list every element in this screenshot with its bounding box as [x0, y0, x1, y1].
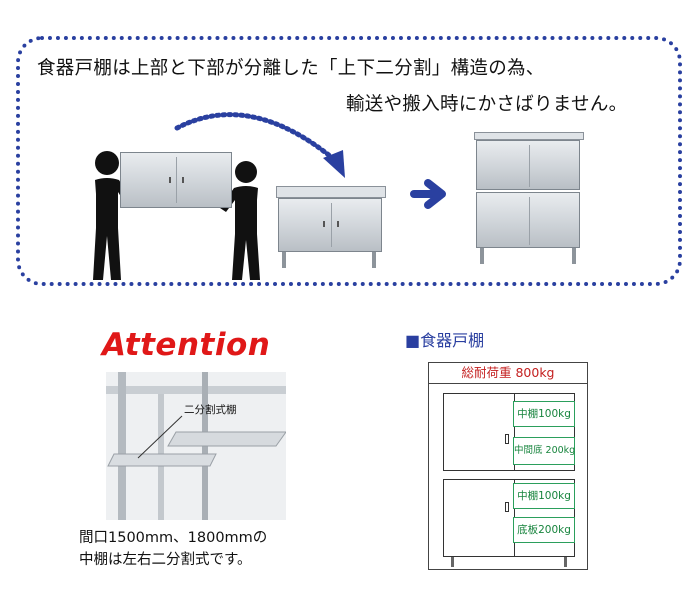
assembled-lower-section [476, 192, 580, 248]
spec-diagram: 総耐荷重 800kg 中棚100kg 中間底 200kg 中棚100kg 底板2… [428, 362, 588, 570]
lower-cabinet [278, 198, 382, 252]
assembled-cabinet-top [474, 132, 584, 140]
bottom-board-label: 底板200kg [513, 517, 575, 543]
attention-heading: Attention [102, 327, 271, 363]
attention-caption-line-1: 間口1500mm、1800mmの [79, 530, 268, 546]
lower-cabinet-top [276, 186, 386, 198]
middle-shelf-label-2: 中棚100kg [513, 483, 575, 509]
person-icon [220, 161, 260, 280]
assembled-upper-section [476, 140, 580, 190]
top-info-panel [16, 36, 682, 286]
shelf-photo: 二分割式棚 [106, 372, 286, 520]
total-load-label: 総耐荷重 800kg [429, 363, 587, 384]
spec-title: ■食器戸棚 [405, 331, 485, 350]
shelf-label: 二分割式棚 [184, 404, 237, 416]
attention-caption-line-2: 中棚は左右二分割式です。 [79, 552, 252, 568]
middle-bottom-label: 中間底 200kg [513, 437, 575, 465]
upper-cabinet [120, 152, 232, 208]
person-icon [93, 151, 133, 280]
right-arrow-icon [410, 179, 446, 209]
headline-line-2: 輸送や搬入時にかさばりません。 [346, 94, 628, 115]
curved-arrow-icon [174, 112, 345, 178]
middle-shelf-label-1: 中棚100kg [513, 401, 575, 427]
headline-line-1: 食器戸棚は上部と下部が分離した「上下二分割」構造の為、 [37, 58, 545, 79]
